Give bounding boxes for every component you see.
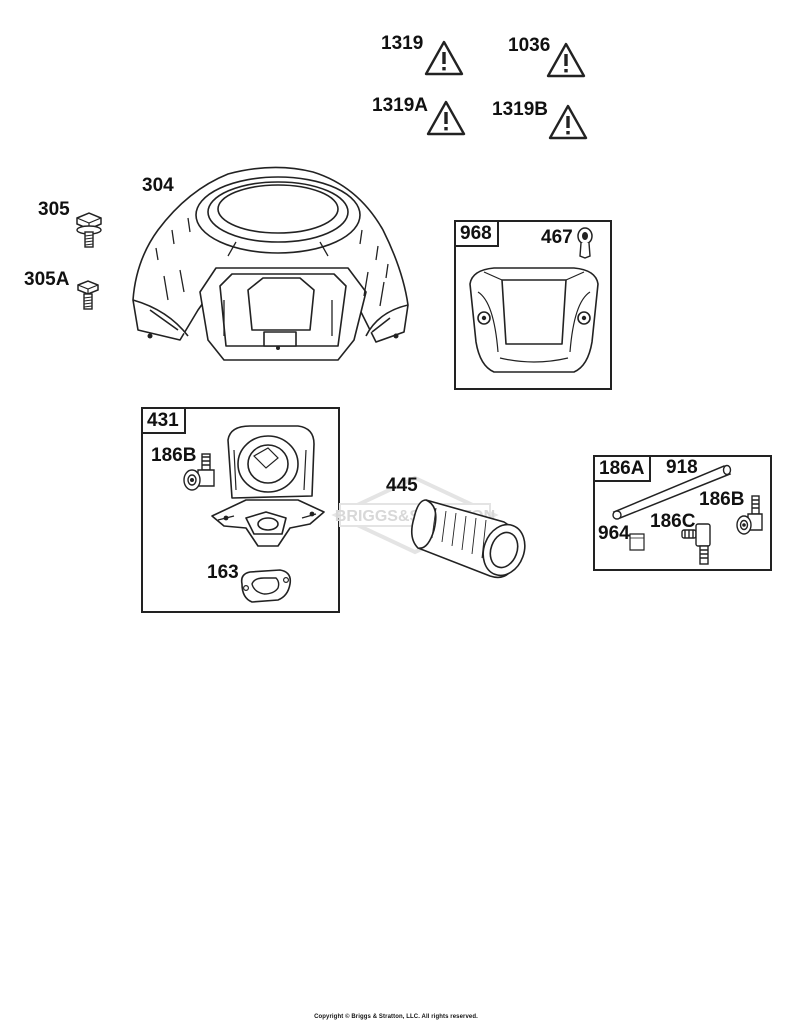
air-filter-cover-kit-box: 968 [454, 220, 612, 390]
part-label-305a: 305A [24, 269, 70, 290]
air-filter-cover-drawing [469, 267, 599, 373]
cover-knob-drawing [577, 227, 593, 259]
breather-fitting-drawing [183, 453, 215, 491]
part-label-186b-right: 186B [699, 489, 745, 510]
warning-triangle-icon [426, 100, 466, 136]
screw-alt-drawing [77, 280, 99, 310]
warning-label-1036: 1036 [508, 35, 551, 56]
part-label-186b-left: 186B [151, 445, 197, 466]
warning-label-1319a: 1319A [372, 95, 428, 116]
warning-triangle-icon [546, 42, 586, 78]
part-label-964: 964 [598, 523, 630, 544]
breather-tube-kit-box: 186A [593, 455, 772, 571]
breather-tube-drawing [612, 464, 732, 520]
part-label-445: 445 [386, 475, 418, 496]
part-label-467: 467 [541, 227, 573, 248]
part-label-304: 304 [142, 175, 174, 196]
part-label-163: 163 [207, 562, 239, 583]
screw-drawing [76, 212, 102, 248]
copyright-text: Copyright © Briggs & Stratton, LLC. All … [314, 1014, 478, 1020]
air-filter-cartridge-drawing [410, 499, 526, 579]
box-label-968: 968 [456, 222, 499, 247]
part-label-186c: 186C [650, 511, 696, 532]
part-label-305: 305 [38, 199, 70, 220]
box-label-431: 431 [143, 409, 186, 434]
warning-triangle-icon [424, 40, 464, 76]
clamp-drawing [629, 533, 645, 551]
box-label-186a: 186A [595, 457, 652, 482]
warning-label-1319b: 1319B [492, 99, 548, 120]
breather-elbow-drawing [681, 523, 711, 565]
warning-triangle-icon [548, 104, 588, 140]
breather-fitting-right-drawing [736, 495, 763, 535]
blower-housing-drawing [132, 166, 409, 361]
air-cleaner-base-drawing [211, 425, 325, 547]
part-label-918: 918 [666, 457, 698, 478]
gasket-drawing [240, 569, 292, 603]
warning-label-1319: 1319 [381, 33, 424, 54]
